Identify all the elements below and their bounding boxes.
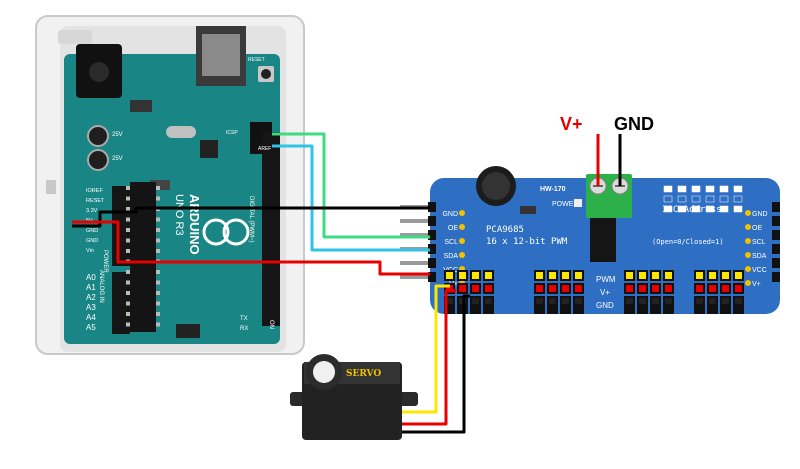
vplus-label: V+ (560, 114, 583, 134)
pca-left-pin-label: GND (442, 211, 458, 218)
cap-label: 25V (112, 132, 123, 138)
power-pin-label: RESET (86, 198, 105, 204)
pin-pad (745, 210, 751, 216)
power-pin-label: GND (86, 238, 98, 244)
pin-pad (459, 210, 465, 216)
pca-subtitle: 16 x 12-bit PWM (486, 237, 568, 247)
analog-pin-label: A2 (86, 293, 96, 302)
pin-pad (459, 224, 465, 230)
wire-black-gnd (72, 206, 430, 228)
reset-label: RESET (248, 57, 265, 63)
pca-right-pin-label: VCC (752, 267, 767, 274)
servo-horn (313, 361, 335, 383)
digital-header (262, 132, 280, 326)
wire-cyan (272, 144, 430, 252)
rx-label: RX (240, 326, 248, 332)
analog-pin-label: A3 (86, 303, 96, 312)
pin-pad (745, 280, 751, 286)
pca-left-pin-label: SCL (444, 239, 458, 246)
header-pin (400, 219, 430, 223)
analog-header (112, 272, 130, 334)
pin-pad (745, 238, 751, 244)
pin-pad (745, 266, 751, 272)
power-pin-label: Vin (86, 248, 94, 254)
servo-output-headers (444, 270, 744, 314)
atmega-chip (130, 182, 156, 332)
row-label-gnd: GND (596, 301, 614, 310)
power-pin-label: GND (86, 228, 98, 234)
pin-pad (745, 224, 751, 230)
wires (72, 132, 622, 434)
row-label-pwm: PWM (596, 275, 616, 284)
pca-model: HW-170 (540, 186, 566, 193)
pin-pad (459, 252, 465, 258)
pca-right-header (772, 202, 780, 282)
header-pin (400, 233, 430, 237)
wire-black-servo (402, 294, 470, 434)
pca-right-pin-label: SDA (752, 253, 767, 260)
power-pin-label: 3.3V (86, 208, 98, 214)
wire-red-5v (72, 220, 430, 276)
capacitor (87, 149, 109, 171)
arduino-model: UNO R3 (173, 194, 185, 236)
analog-label: ANALOG IN (98, 270, 104, 303)
analog-pin-label: A5 (86, 323, 96, 332)
pca-left-pin-label: OE (448, 225, 458, 232)
gnd-label: GND (614, 114, 654, 134)
pca-chip-label: PCA9685 (486, 225, 524, 235)
address-jumpers (663, 185, 743, 213)
digital-label: DIGITAL (PWM~) (248, 196, 254, 243)
pin-pad (745, 252, 751, 258)
servo-label: SERVO (346, 369, 381, 379)
on-label: ON (268, 320, 274, 329)
servo-motor: SERVO (290, 354, 418, 440)
pin-pad (459, 238, 465, 244)
capacitor (87, 125, 109, 147)
pca-right-pin-label: OE (752, 225, 762, 232)
pca-power-label: POWER (552, 201, 578, 208)
pca-left-pin-label: SDA (444, 253, 459, 260)
power-pin-label: IOREF (86, 188, 103, 194)
icsp-label: ICSP (226, 130, 238, 136)
analog-pin-label: A0 (86, 273, 96, 282)
wire-green (272, 132, 430, 239)
row-label-vplus: V+ (600, 288, 610, 297)
header-pin (400, 275, 430, 279)
analog-pin-label: A4 (86, 313, 96, 322)
pca-right-pin-label: SCL (752, 239, 766, 246)
pca-right-pin-label: V+ (752, 281, 761, 288)
pca9685-board: HW-170 POWER PCA9685 16 x 12-bit PWM I2C… (400, 166, 780, 314)
tx-label: TX (240, 316, 248, 322)
arduino-brand: ARDUINO (187, 194, 202, 255)
wire-yellow (402, 284, 450, 414)
power-label: POWER (102, 250, 108, 273)
arduino-logo (202, 218, 250, 246)
analog-pin-label: A1 (86, 283, 96, 292)
cap-label: 25V (112, 156, 123, 162)
wire-red-servo (402, 289, 456, 426)
aref-label: AREF (258, 146, 271, 152)
header-pin (400, 261, 430, 265)
i2c-sub: (Open=0/Closed=1) (652, 238, 724, 246)
arduino-board: 25V 25V ICSP RESET IOREFRESET3.3V5VGNDGN… (64, 26, 280, 344)
pca-right-pin-labels: GND OE SCL SDA VCC V+ (745, 210, 768, 288)
crystal (166, 126, 196, 138)
pca-right-pin-label: GND (752, 211, 768, 218)
pca-chip (590, 212, 616, 262)
